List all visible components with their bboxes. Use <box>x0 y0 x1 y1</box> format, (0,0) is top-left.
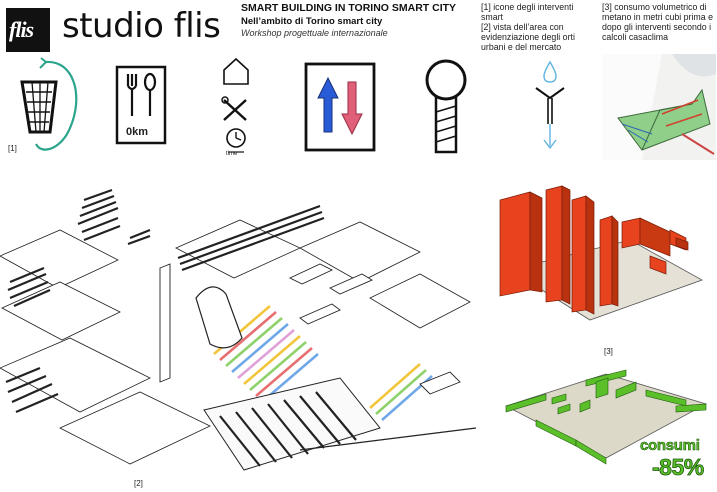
volume-before-3d <box>499 185 703 321</box>
label-3: [3] <box>604 347 613 356</box>
brand-name: studio flis <box>62 6 221 46</box>
lightbulb-icon <box>425 59 467 154</box>
fork-spoon-icon <box>115 65 167 145</box>
logo-mark: flis <box>9 17 34 42</box>
label-1: [1] <box>8 144 17 153</box>
page-title: SMART BUILDING IN TORINO SMART CITY <box>241 2 457 14</box>
axonometric-area-map <box>0 188 477 471</box>
water-drop-icon <box>535 60 565 150</box>
note-1: [1] icone degli interventi smart <box>481 2 574 22</box>
up-down-arrows-icon <box>304 62 376 152</box>
legend-notes-1-2: [1] icone degli interventi smart [2] vis… <box>481 2 597 52</box>
volume-after-3d <box>504 369 708 465</box>
timer-text: time <box>226 151 238 157</box>
house-tools-clock-icon <box>221 57 249 153</box>
logo: flis <box>6 8 50 52</box>
recycle-bin-icon <box>20 57 78 151</box>
paper-boat-photo <box>602 54 716 160</box>
zero-km-label: 0km <box>126 126 149 138</box>
note-3: [3] consumo volumetrico di metano in met… <box>602 2 713 42</box>
consumi-label: consumi <box>640 437 700 455</box>
note-2: [2] vista dell’area con evidenziazione d… <box>481 22 575 52</box>
workshop-caption: Workshop progettuale internazionale <box>241 28 388 38</box>
reduction-percent: -85% <box>652 454 705 481</box>
page-subtitle: Nell’ambito di Torino smart city <box>241 16 383 27</box>
label-2: [2] <box>134 479 143 488</box>
